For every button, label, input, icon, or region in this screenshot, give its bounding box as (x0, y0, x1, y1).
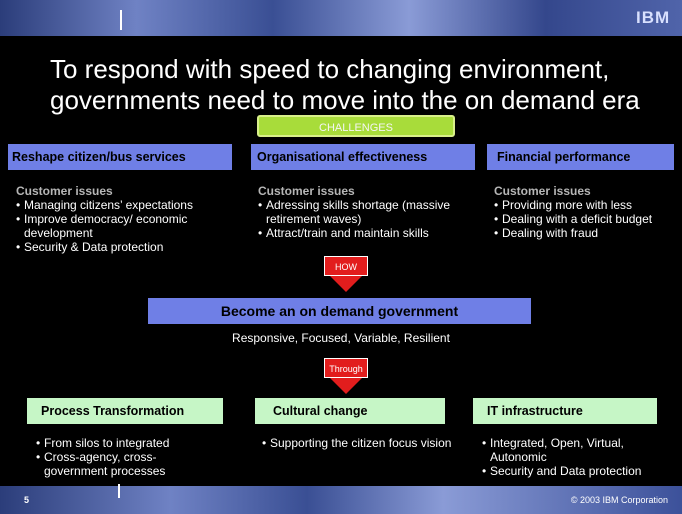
list-item: Dealing with a deficit budget (494, 212, 678, 226)
list-item: Adressing skills shortage (massive retir… (258, 198, 480, 226)
list-item: Supporting the citizen focus vision (262, 436, 452, 450)
list-item: Cross-agency, cross-government processes (36, 450, 206, 478)
list-item: Security and Data protection (482, 464, 678, 478)
column-heading-financial: Financial performance (487, 144, 674, 170)
enabler-process: From silos to integrated Cross-agency, c… (36, 436, 206, 478)
enabler-heading-it: IT infrastructure (473, 398, 657, 424)
through-arrow-label: Through (324, 358, 368, 378)
page-number: 5 (24, 495, 30, 505)
list-item: Improve democracy/ economic development (16, 212, 232, 240)
how-arrow-label: HOW (324, 256, 368, 276)
header-band (0, 0, 682, 36)
list-item: Integrated, Open, Virtual, Autonomic (482, 436, 678, 464)
arrow-head (330, 276, 362, 292)
how-arrow-icon: HOW (324, 256, 368, 294)
ibm-logo: IBM (636, 8, 671, 27)
list-item: Managing citizens’ expectations (16, 198, 232, 212)
list-item: From silos to integrated (36, 436, 206, 450)
ibm-logo-text: IBM (636, 8, 671, 27)
list-item: Attract/train and maintain skills (258, 226, 480, 240)
enabler-heading-cultural: Cultural change (255, 398, 445, 424)
copyright: © 2003 IBM Corporation (570, 495, 668, 505)
title-line-2: governments need to move into the on dem… (50, 85, 640, 115)
header-divider (120, 10, 122, 30)
enabler-heading-process: Process Transformation (27, 398, 223, 424)
footer-divider (118, 484, 120, 498)
issues-label: Customer issues (258, 184, 355, 198)
column-organisation: Customer issues Adressing skills shortag… (258, 184, 480, 240)
slide-title: To respond with speed to changing enviro… (50, 54, 670, 116)
enabler-cultural: Supporting the citizen focus vision (262, 436, 452, 450)
footer-band (0, 486, 682, 514)
list-item: Providing more with less (494, 198, 678, 212)
through-arrow-icon: Through (324, 358, 368, 396)
list-item: Dealing with fraud (494, 226, 678, 240)
column-heading-services: Reshape citizen/bus services (8, 144, 232, 170)
title-line-1: To respond with speed to changing enviro… (50, 54, 610, 84)
issues-label: Customer issues (494, 184, 591, 198)
enabler-it: Integrated, Open, Virtual, Autonomic Sec… (482, 436, 678, 478)
column-services: Customer issues Managing citizens’ expec… (16, 184, 232, 254)
column-financial: Customer issues Providing more with less… (494, 184, 678, 240)
list-item: Security & Data protection (16, 240, 232, 254)
issues-label: Customer issues (16, 184, 113, 198)
arrow-head (330, 378, 362, 394)
central-goal-attributes: Responsive, Focused, Variable, Resilient (232, 331, 450, 345)
column-heading-organisation: Organisational effectiveness (251, 144, 475, 170)
challenges-label: CHALLENGES (257, 115, 455, 137)
central-goal: Become an on demand government (148, 298, 531, 324)
